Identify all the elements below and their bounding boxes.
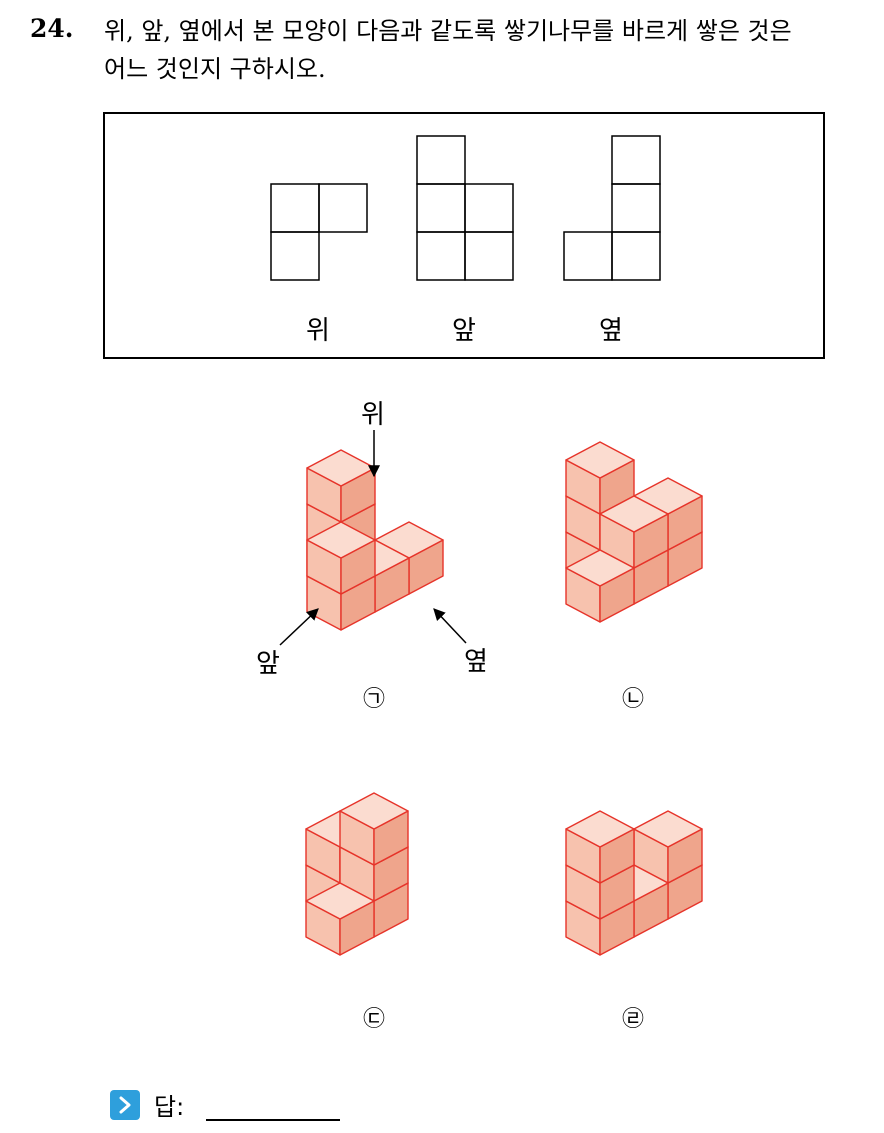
option-c-figure: [305, 792, 409, 956]
question-text-line1: 위, 앞, 옆에서 본 모양이 다음과 같도록 쌓기나무를 바르게 쌓은 것은: [104, 17, 792, 45]
cube-face: [565, 441, 635, 479]
cube-face: [633, 810, 703, 848]
answer-label: 답:: [154, 1093, 185, 1121]
question-text-line2: 어느 것인지 구하시오.: [104, 55, 326, 83]
cube-face: [339, 792, 409, 830]
front-view-cell: [464, 231, 514, 281]
question-number: 24.: [30, 14, 74, 43]
option-d-figure: [565, 810, 703, 956]
option-a-label: ㉠: [363, 687, 385, 712]
top-view-cell: [270, 231, 320, 281]
cube-face: [565, 810, 635, 848]
option-d-label: ㉣: [622, 1007, 644, 1032]
question-text: 위, 앞, 옆에서 본 모양이 다음과 같도록 쌓기나무를 바르게 쌓은 것은 …: [104, 12, 874, 88]
option-b-label: ㉡: [622, 687, 644, 712]
cube-face: [599, 495, 669, 533]
cube-face: [306, 521, 376, 559]
chevron-right-icon: [110, 1089, 140, 1120]
front-arrow: [279, 608, 319, 646]
views-box: 위 앞 옆: [103, 112, 825, 359]
side-view-label: 옆: [599, 316, 623, 346]
cube-face: [565, 549, 635, 587]
option-c-label: ㉢: [363, 1007, 385, 1032]
answer-blank[interactable]: [206, 1118, 341, 1121]
top-view-label: 위: [306, 316, 330, 346]
top-view-cell: [318, 183, 368, 233]
figure-front-label: 앞: [256, 649, 280, 679]
answer-area: 답:: [110, 1087, 341, 1122]
front-view-label: 앞: [452, 316, 476, 346]
side-arrow: [433, 608, 467, 644]
side-view-cell: [611, 231, 661, 281]
figure-top-label: 위: [361, 400, 385, 430]
option-b-figure: [565, 441, 703, 623]
cube-face: [305, 882, 375, 920]
option-a-figure: [306, 449, 444, 631]
figure-side-label: 옆: [464, 647, 488, 677]
cube-face: [306, 449, 376, 487]
views-grids: [270, 135, 661, 281]
